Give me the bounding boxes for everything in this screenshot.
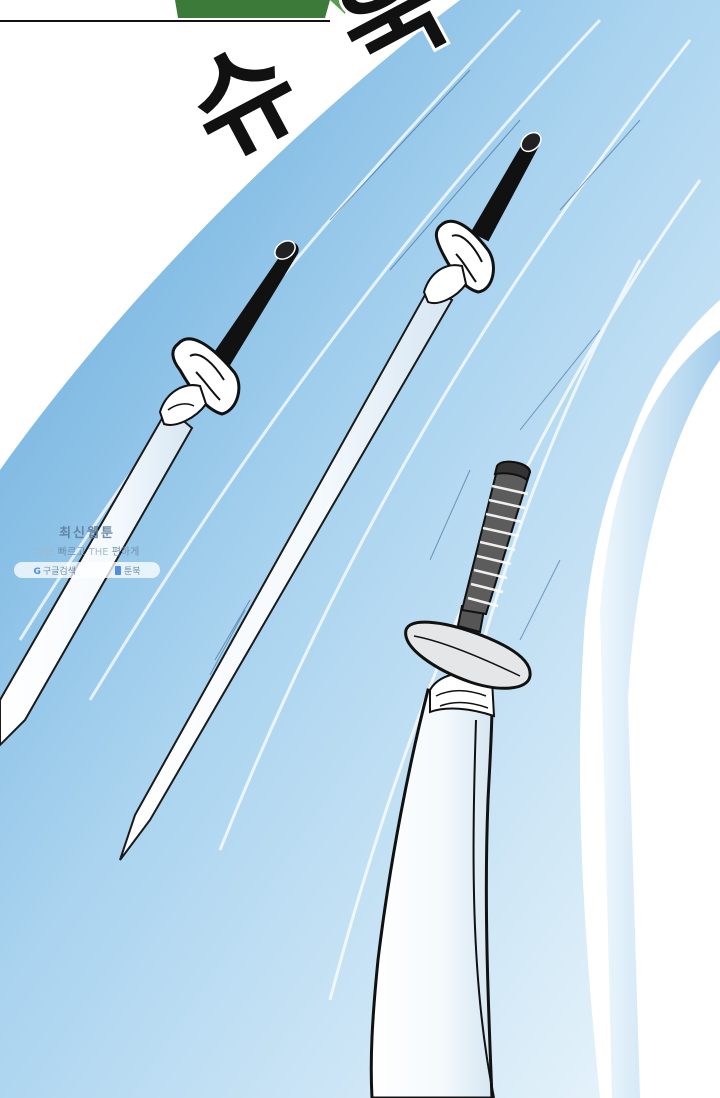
sword-katana bbox=[369, 460, 532, 1098]
watermark-word-1: 빠르고 bbox=[57, 547, 86, 558]
watermark-tagline: THE 빠르고 THE 편하게 bbox=[12, 543, 162, 558]
watermark-title: 최신웹툰 bbox=[59, 526, 115, 541]
google-g-icon: G bbox=[33, 566, 41, 577]
watermark-the-1: THE bbox=[34, 547, 55, 558]
sword-middle bbox=[119, 131, 542, 861]
watermark-the-2: THE bbox=[88, 547, 109, 558]
bookmark-icon bbox=[114, 565, 121, 575]
watermark-word-2: 편하게 bbox=[111, 547, 140, 558]
google-search-label: 구글검색 bbox=[42, 566, 76, 577]
site-label: 툰북 bbox=[123, 566, 141, 577]
site-label-group: 툰북 bbox=[114, 564, 141, 577]
